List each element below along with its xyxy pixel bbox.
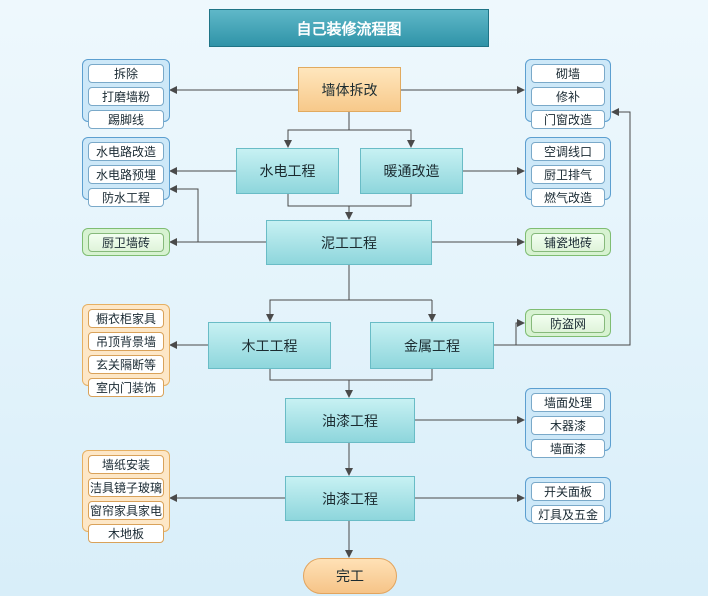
group-masonry-left: 厨卫墙砖 <box>82 228 170 256</box>
step-paint-2: 油漆工程 <box>285 476 415 521</box>
list-item: 开关面板 <box>531 482 605 501</box>
list-item: 墙面漆 <box>531 439 605 458</box>
list-item: 橱衣柜家具 <box>88 309 164 328</box>
list-item: 打磨墙粉 <box>88 87 164 106</box>
list-item: 踢脚线 <box>88 110 164 129</box>
list-item: 空调线口 <box>531 142 605 161</box>
group-hvac-right: 空调线口 厨卫排气 燃气改造 <box>525 137 611 207</box>
list-item: 窗帘家具家电 <box>88 501 164 520</box>
list-item: 铺瓷地砖 <box>531 233 605 252</box>
step-hvac: 暖通改造 <box>360 148 463 194</box>
list-item: 厨卫排气 <box>531 165 605 184</box>
list-item: 玄关隔断等 <box>88 355 164 374</box>
list-item: 木器漆 <box>531 416 605 435</box>
group-paint1-right: 墙面处理 木器漆 墙面漆 <box>525 388 611 458</box>
diagram-title: 自己装修流程图 <box>209 9 489 47</box>
step-paint-1: 油漆工程 <box>285 398 415 443</box>
list-item: 吊顶背景墙 <box>88 332 164 351</box>
list-item: 拆除 <box>88 64 164 83</box>
list-item: 修补 <box>531 87 605 106</box>
step-metal: 金属工程 <box>370 322 494 369</box>
list-item: 防盗网 <box>531 314 605 333</box>
list-item: 厨卫墙砖 <box>88 233 164 252</box>
group-paint2-left: 墙纸安装 洁具镜子玻璃 窗帘家具家电 木地板 <box>82 450 170 543</box>
group-carpentry-left: 橱衣柜家具 吊顶背景墙 玄关隔断等 室内门装饰 <box>82 304 170 397</box>
list-item: 燃气改造 <box>531 188 605 207</box>
list-item: 砌墙 <box>531 64 605 83</box>
list-item: 门窗改造 <box>531 110 605 129</box>
step-masonry: 泥工工程 <box>266 220 432 265</box>
group-metal-right: 防盗网 <box>525 309 611 337</box>
list-item: 防水工程 <box>88 188 164 207</box>
list-item: 水电路改造 <box>88 142 164 161</box>
group-demolition-left: 拆除 打磨墙粉 踢脚线 <box>82 59 170 129</box>
list-item: 墙面处理 <box>531 393 605 412</box>
group-demolition-right: 砌墙 修补 门窗改造 <box>525 59 611 129</box>
list-item: 洁具镜子玻璃 <box>88 478 164 497</box>
group-paint2-right: 开关面板 灯具及五金 <box>525 477 611 524</box>
list-item: 墙纸安装 <box>88 455 164 474</box>
group-plumbing-left: 水电路改造 水电路预埋 防水工程 <box>82 137 170 207</box>
group-masonry-right: 铺瓷地砖 <box>525 228 611 256</box>
step-demolition: 墙体拆改 <box>298 67 401 112</box>
step-carpentry: 木工工程 <box>208 322 331 369</box>
step-plumbing: 水电工程 <box>236 148 339 194</box>
step-done: 完工 <box>303 558 397 594</box>
list-item: 室内门装饰 <box>88 378 164 397</box>
list-item: 水电路预埋 <box>88 165 164 184</box>
list-item: 木地板 <box>88 524 164 543</box>
list-item: 灯具及五金 <box>531 505 605 524</box>
